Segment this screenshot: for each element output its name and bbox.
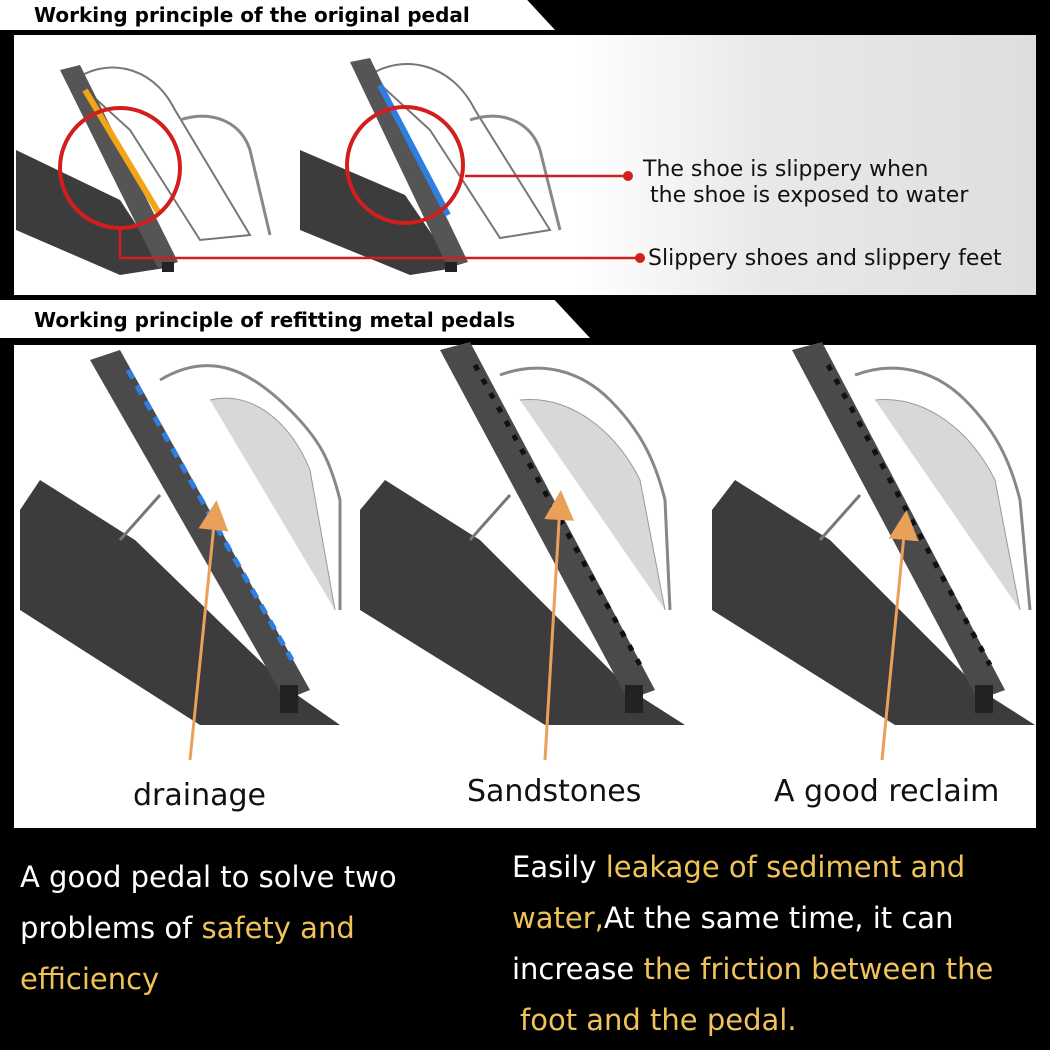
original-pedal-dry: [16, 65, 272, 275]
metal-pedal-drainage: [20, 350, 342, 761]
callout-connectors: [118, 171, 645, 263]
metal-pedal-sandstones: [360, 342, 685, 761]
original-pedal-panel: [14, 35, 1036, 295]
label-drainage: drainage: [133, 778, 266, 813]
header-refit-pedal: Working principle of refitting metal ped…: [0, 300, 590, 338]
arrow-drainage: [188, 500, 229, 761]
label-reclaim: A good reclaim: [774, 774, 1000, 809]
label-sandstones: Sandstones: [467, 774, 642, 809]
bottom-right-text: Easily leakage of sediment and water,At …: [512, 850, 994, 1037]
arrow-sandstones: [543, 490, 575, 761]
original-pedal-wet: [300, 58, 562, 275]
arrow-reclaim: [880, 510, 919, 761]
callout-slippery: Slippery shoes and slippery feet: [648, 246, 1002, 271]
header-original-pedal: Working principle of the original pedal: [0, 0, 555, 30]
metal-pedal-reclaim: [712, 342, 1035, 761]
red-circle-2: [345, 105, 465, 225]
callout-wet-shoe: The shoe is slippery when the shoe is ex…: [643, 157, 969, 208]
bottom-left-text: A good pedal to solve two problems of sa…: [20, 860, 397, 996]
